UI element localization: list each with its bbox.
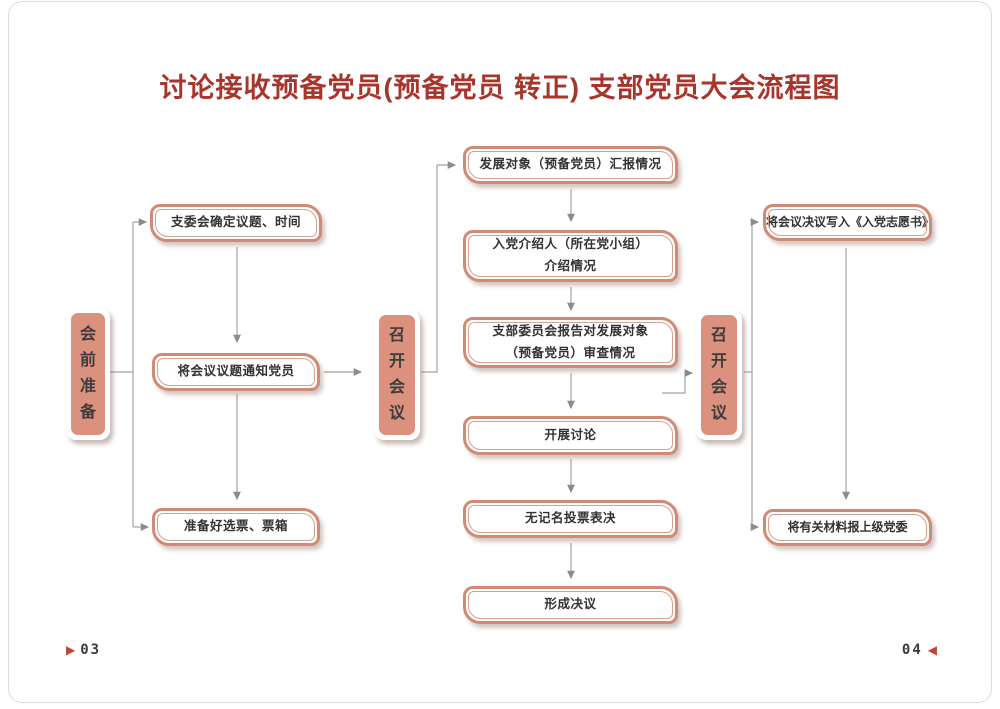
- flow-step-set-agenda-time: 支委会确定议题、时间: [150, 204, 322, 242]
- stage-fill: 召开会议: [379, 315, 415, 435]
- flow-step-prepare-ballots: 准备好选票、票箱: [152, 508, 320, 546]
- stage-fill: 召开会议: [701, 315, 737, 435]
- stage-box-convene-meeting-mid: 召开会议: [374, 310, 420, 440]
- stage-box-convene-meeting-right: 召开会议: [696, 310, 742, 440]
- flow-step-introducers-present: 入党介绍人（所在党小组） 介绍情况: [463, 230, 678, 282]
- flow-step-label: 将有关材料报上级党委: [787, 520, 908, 534]
- flow-step-label: 将会议议题通知党员: [177, 364, 295, 379]
- flow-step-secret-ballot: 无记名投票表决: [463, 500, 678, 538]
- stage-label: 召开会议: [388, 327, 405, 422]
- page-marker-right: 04 ◀: [902, 642, 937, 658]
- flow-step-label-line1: 入党介绍人（所在党小组）: [492, 237, 649, 252]
- stage-fill: 会前准备: [71, 313, 105, 435]
- flow-step-label: 准备好选票、票箱: [183, 519, 288, 534]
- stage-label: 会前准备: [79, 326, 96, 421]
- flow-step-label: 形成决议: [544, 597, 597, 612]
- stage-box-pre-meeting: 会前准备: [66, 308, 110, 440]
- next-page-icon: ◀: [927, 643, 937, 657]
- flow-step-submit-materials: 将有关材料报上级党委: [763, 509, 932, 546]
- page-marker-left: ▶ 03: [66, 642, 101, 658]
- flow-step-candidate-report: 发展对象（预备党员）汇报情况: [463, 146, 678, 184]
- flow-step-label: 无记名投票表决: [524, 511, 616, 526]
- flow-step-label-line1: 支部委员会报告对发展对象: [492, 323, 649, 338]
- page-title: 讨论接收预备党员(预备党员 转正) 支部党员大会流程图: [159, 73, 841, 103]
- flow-step-label: 发展对象（预备党员）汇报情况: [479, 157, 662, 172]
- flow-step-form-resolution: 形成决议: [463, 586, 678, 624]
- flow-step-write-resolution: 将会议决议写入《入党志愿书》: [763, 204, 935, 241]
- flow-step-label: 将会议决议写入《入党志愿书》: [766, 215, 935, 229]
- prev-page-icon: ▶: [66, 643, 76, 657]
- stage-label: 召开会议: [710, 327, 727, 422]
- flow-step-notify-members: 将会议议题通知党员: [152, 353, 320, 391]
- flow-step-committee-review-report: 支部委员会报告对发展对象 （预备党员）审查情况: [463, 317, 678, 368]
- page-number-left: 03: [80, 642, 102, 658]
- flow-step-label: 开展讨论: [544, 427, 597, 442]
- page-number-right: 04: [901, 642, 923, 658]
- flow-step-label-line2: （预备党员）审查情况: [505, 345, 636, 360]
- flow-step-label-line2: 介绍情况: [544, 259, 597, 273]
- flow-step-label: 支委会确定议题、时间: [170, 215, 301, 230]
- flow-step-discussion: 开展讨论: [463, 416, 678, 455]
